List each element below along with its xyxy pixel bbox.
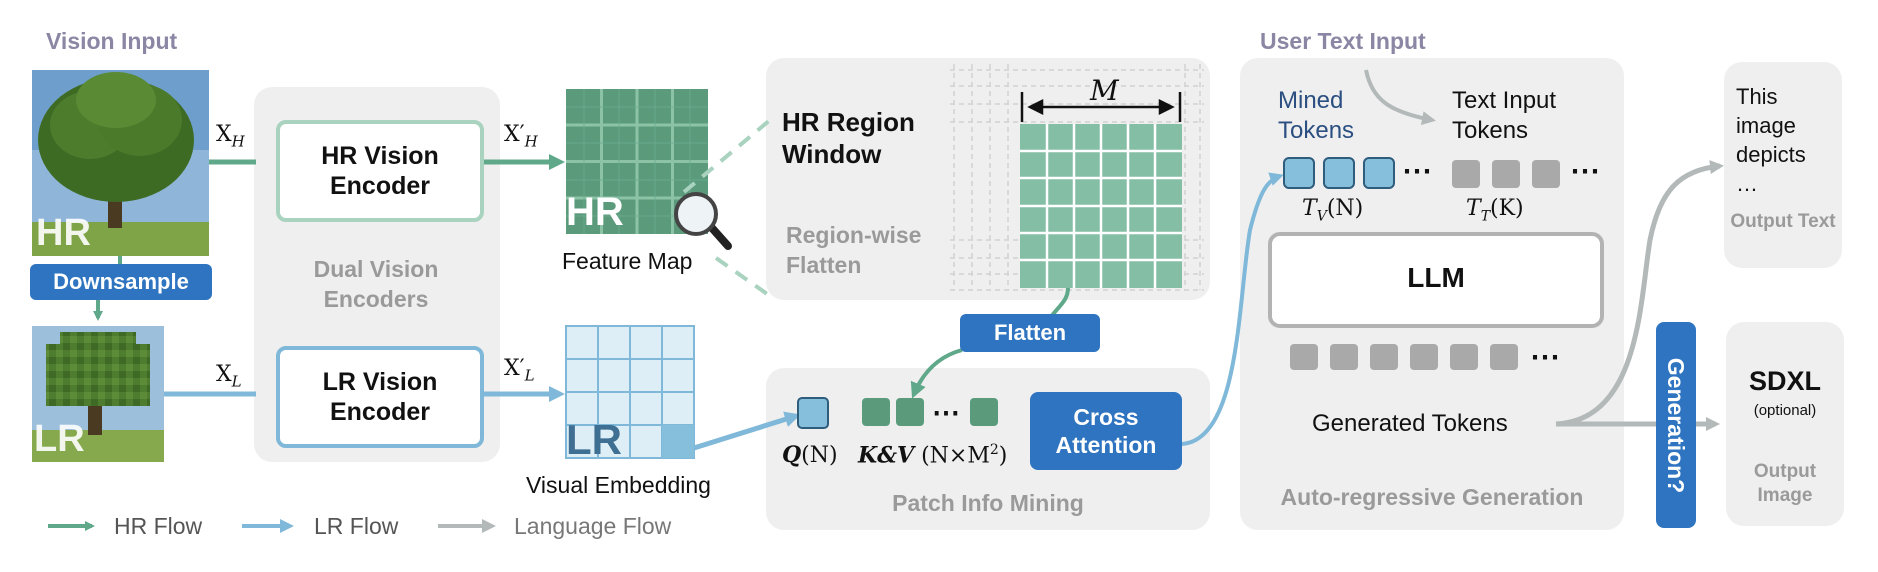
patch-info-mining-label: Patch Info Mining (892, 490, 1084, 516)
tt-label: TT(K) (1466, 196, 1524, 225)
m-dimension-marker (1020, 92, 1182, 122)
text-token (1452, 160, 1480, 188)
output-text-content: This image depicts … (1736, 84, 1806, 196)
region-window-grid (1020, 124, 1182, 288)
generated-token (1450, 344, 1478, 370)
sdxl-note: (optional) (1753, 402, 1817, 419)
text-tokens-ellipsis: ⋯ (1570, 155, 1600, 188)
legend-lr-flow: LR Flow (314, 513, 399, 539)
cross-attention-to-mined-arrow (1181, 172, 1284, 446)
tv-label: TV(N) (1302, 196, 1364, 225)
xl-label: XL (216, 362, 242, 391)
generated-token (1330, 344, 1358, 370)
magnifier-icon (674, 192, 732, 250)
query-token (797, 397, 829, 429)
llm-label: LLM (1407, 262, 1465, 293)
visual-embedding-grid-label: LR (566, 416, 622, 463)
sdxl-label: SDXL (1748, 366, 1821, 396)
to-output-text-arrow (1555, 160, 1724, 427)
generation-button-label: Generation? (1663, 357, 1690, 493)
hr-image (32, 70, 209, 256)
region-window-title: HR Region Window (782, 107, 915, 169)
generation-button: Generation? (1656, 322, 1696, 528)
generated-token (1290, 344, 1318, 370)
lr-to-query-arrow (693, 411, 801, 451)
generated-tokens-label: Generated Tokens (1312, 410, 1508, 437)
downsample-button: Downsample (30, 264, 212, 300)
m-label: M (1090, 74, 1119, 107)
llm-box (1268, 232, 1604, 328)
legend-language-flow: Language Flow (514, 513, 672, 539)
hr-image-label: HR (36, 212, 91, 254)
output-text-panel (1724, 62, 1842, 268)
generated-token (1490, 344, 1518, 370)
generated-tokens-ellipsis: ⋯ (1530, 341, 1560, 374)
xh-prime-label: X′H (504, 122, 538, 151)
kv-token (896, 398, 924, 426)
feature-map-label: Feature Map (562, 248, 693, 274)
text-input-tokens-label: Text Input Tokens (1452, 87, 1557, 144)
text-token (1532, 160, 1560, 188)
dual-encoders-label: Dual Vision Encoders (313, 256, 439, 312)
visual-embedding-grid (565, 325, 695, 459)
xh-label: XH (216, 122, 245, 151)
lr-vision-encoder: LR Vision Encoder (276, 346, 484, 448)
kv-token (862, 398, 890, 426)
vision-input-title: Vision Input (46, 28, 178, 54)
kv-ellipsis: ⋯ (932, 397, 960, 428)
mined-tokens-label: Mined Tokens (1278, 87, 1355, 144)
legend-hr-flow: HR Flow (114, 513, 203, 539)
cross-attention-block: Cross Attention (1030, 392, 1182, 470)
user-text-arrow (1364, 69, 1436, 126)
autoregressive-label: Auto-regressive Generation (1280, 484, 1584, 510)
flatten-button: Flatten (960, 314, 1100, 352)
kv-label: K&V (N×M2) (858, 442, 1008, 469)
output-image-panel (1726, 322, 1844, 526)
output-image-label: Output Image (1753, 461, 1817, 506)
q-label: Q(N) (782, 442, 838, 468)
user-text-input-title: User Text Input (1260, 28, 1426, 54)
output-text-label: Output Text (1730, 211, 1836, 232)
region-flatten-subtitle: Region-wise Flatten (786, 222, 922, 278)
generated-token (1370, 344, 1398, 370)
lr-image-label: LR (34, 418, 85, 460)
kv-token (970, 398, 998, 426)
mined-token (1283, 157, 1315, 189)
xl-prime-label: X′L (504, 356, 535, 385)
generated-token (1410, 344, 1438, 370)
lr-image (32, 326, 164, 462)
mined-token (1363, 157, 1395, 189)
visual-embedding-label: Visual Embedding (526, 472, 711, 498)
mined-token (1323, 157, 1355, 189)
text-token (1492, 160, 1520, 188)
feature-map-grid-label: HR (566, 190, 624, 234)
hr-vision-encoder: HR Vision Encoder (276, 120, 484, 222)
mined-tokens-ellipsis: ⋯ (1402, 155, 1432, 188)
